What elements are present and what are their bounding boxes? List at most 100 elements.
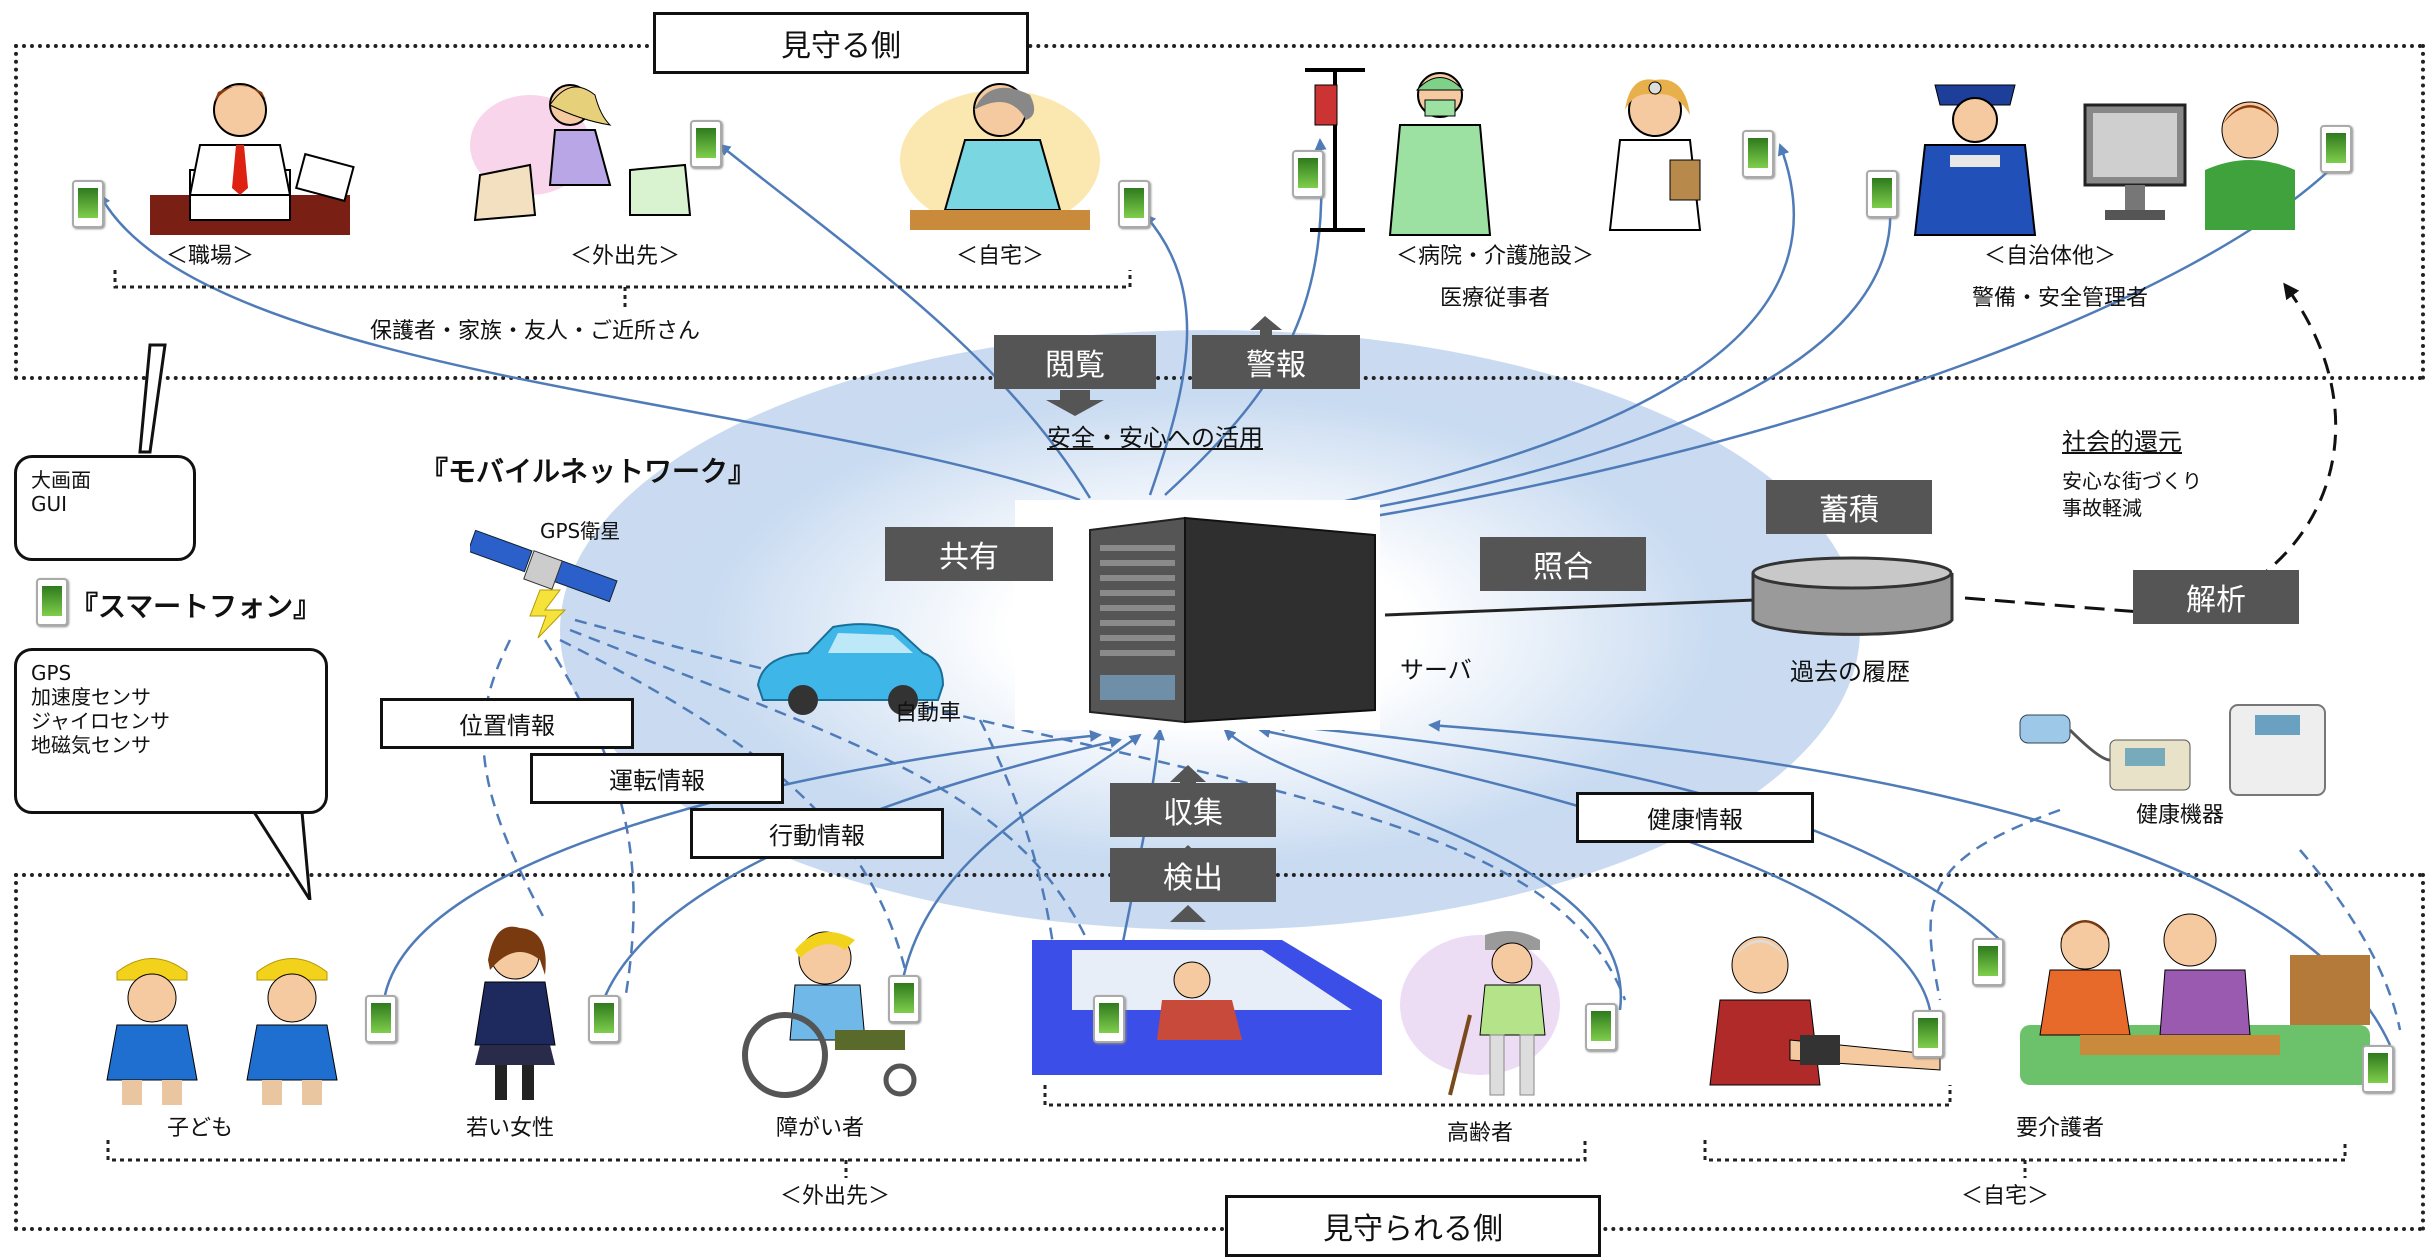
phone-nurse xyxy=(1742,130,1774,178)
security-guard-figure xyxy=(1895,65,2055,240)
phone-young-woman xyxy=(588,995,620,1043)
young-women-label: 若い女性 xyxy=(465,1116,555,1141)
collate-label: 照合 xyxy=(1480,537,1646,591)
server-db-line xyxy=(1384,598,1756,617)
link-disabled xyxy=(898,733,1142,996)
link-workplace xyxy=(98,193,1081,502)
car-label: 自動車 xyxy=(895,701,962,726)
browse-arrow xyxy=(1046,390,1104,416)
social-return-title: 社会的還元 xyxy=(2062,428,2182,456)
care-recipient-figure xyxy=(2010,895,2380,1095)
detect-arrow-bottom xyxy=(1170,905,1206,922)
patient-figure xyxy=(1690,920,1960,1100)
gps-link-4 xyxy=(569,628,1112,1001)
home-label-top: ＜自宅＞ xyxy=(955,244,1045,269)
gps-link-2 xyxy=(543,639,635,1001)
link-hospital xyxy=(1164,138,1327,496)
collect-arrow xyxy=(1170,765,1206,795)
doctor-figure xyxy=(1295,60,1525,240)
family-bracket xyxy=(113,270,1132,310)
large-screen-bubble: 大画面 GUI xyxy=(14,455,196,561)
health-devices-label: 健康機器 xyxy=(2135,803,2225,828)
link-care xyxy=(1273,719,2001,941)
safety-use-label: 安全・安心への活用 xyxy=(1047,424,1263,452)
outing-label-top: ＜外出先＞ xyxy=(569,244,681,269)
behavior-info-label: 行動情報 xyxy=(690,808,944,859)
phone-wheelchair xyxy=(888,975,920,1023)
alert-arrow xyxy=(1250,316,1282,342)
car-link xyxy=(978,719,1062,1001)
social-return-item-1: 安心な街づくり xyxy=(2062,469,2202,493)
health-devices-icon xyxy=(2010,700,2330,800)
smartphone-title: 『スマートフォン』 xyxy=(70,590,322,623)
watched-title: 見守られる側 xyxy=(1225,1195,1601,1257)
care-recipients-label: 要介護者 xyxy=(2015,1116,2105,1141)
alert-label: 警報 xyxy=(1192,335,1360,389)
security-label: 警備・安全管理者 xyxy=(1971,286,2149,311)
home-label-bottom: ＜自宅＞ xyxy=(1960,1184,2050,1209)
accumulate-label: 蓄積 xyxy=(1766,480,1932,534)
phone-elderly xyxy=(1585,1003,1617,1051)
satellite-icon xyxy=(467,529,620,640)
phone-hospital xyxy=(1292,150,1324,198)
phone-driver xyxy=(1093,995,1125,1043)
housewife-figure xyxy=(890,70,1110,240)
hospital-label: ＜病院・介護施設＞ xyxy=(1395,244,1595,269)
workplace-label: ＜職場＞ xyxy=(165,244,255,269)
phone-patient xyxy=(1912,1010,1944,1058)
driving-info-label: 運転情報 xyxy=(530,753,784,804)
analysis-dash-2 xyxy=(2254,282,2338,582)
health-device-link-2 xyxy=(2299,849,2402,1031)
computer-user-figure xyxy=(2075,80,2305,235)
server-icon xyxy=(1015,500,1380,730)
history-label: 過去の履歴 xyxy=(1790,658,1910,686)
outing-label-bottom: ＜外出先＞ xyxy=(779,1184,891,1209)
detect-label: 検出 xyxy=(1110,848,1276,902)
watcher-title: 見守る側 xyxy=(653,12,1029,74)
gps-link-1 xyxy=(482,639,547,921)
social-return-item-2: 事故軽減 xyxy=(2062,496,2142,520)
link-elderly xyxy=(1223,728,1622,1011)
office-worker-figure xyxy=(130,70,370,245)
link-children xyxy=(383,730,1102,996)
analyze-label: 解析 xyxy=(2133,570,2299,624)
collect-label: 収集 xyxy=(1110,783,1276,837)
health-info-label: 健康情報 xyxy=(1576,792,1814,843)
nurse-figure xyxy=(1580,70,1730,240)
phone-care-1 xyxy=(1972,938,2004,986)
phone-security xyxy=(1866,170,1898,218)
share-label: 共有 xyxy=(885,527,1053,581)
phone-home xyxy=(1118,180,1150,228)
health-device-link-1 xyxy=(1929,808,2061,1001)
family-group-label: 保護者・家族・友人・ご近所さん xyxy=(369,319,701,344)
browse-label: 閲覧 xyxy=(994,335,1156,389)
phone-municipality xyxy=(2320,125,2352,173)
elderly-label: 高齢者 xyxy=(1446,1121,1514,1146)
link-outing xyxy=(718,143,1092,499)
gps-link-3 xyxy=(559,638,912,991)
link-nurse xyxy=(1279,143,1796,517)
server-label: サーバ xyxy=(1400,656,1472,684)
shopper-figure xyxy=(460,75,700,235)
disabled-label: 障がい者 xyxy=(775,1116,865,1141)
mobile-network-title: 『モバイルネットワーク』 xyxy=(420,455,757,488)
phone-care-2 xyxy=(2362,1045,2394,1093)
wheelchair-user-figure xyxy=(725,920,935,1100)
phone-outing xyxy=(690,120,722,168)
phone-children xyxy=(365,995,397,1043)
medical-staff-label: 医療従事者 xyxy=(1439,286,1551,311)
phone-workplace xyxy=(72,180,104,228)
phone-legend xyxy=(36,578,68,626)
children-figure xyxy=(72,950,372,1110)
elderly-figure xyxy=(1390,925,1610,1100)
municipality-label: ＜自治体他＞ xyxy=(1983,244,2117,269)
young-woman-figure xyxy=(450,920,580,1105)
children-label: 子ども xyxy=(166,1116,234,1141)
car-icon xyxy=(748,615,948,720)
sensor-bubble: GPS 加速度センサ ジャイロセンサ 地磁気センサ xyxy=(14,648,328,814)
history-database-icon xyxy=(1750,555,1955,640)
location-info-label: 位置情報 xyxy=(380,698,634,749)
link-home xyxy=(1143,213,1189,496)
link-police xyxy=(1299,203,1897,522)
